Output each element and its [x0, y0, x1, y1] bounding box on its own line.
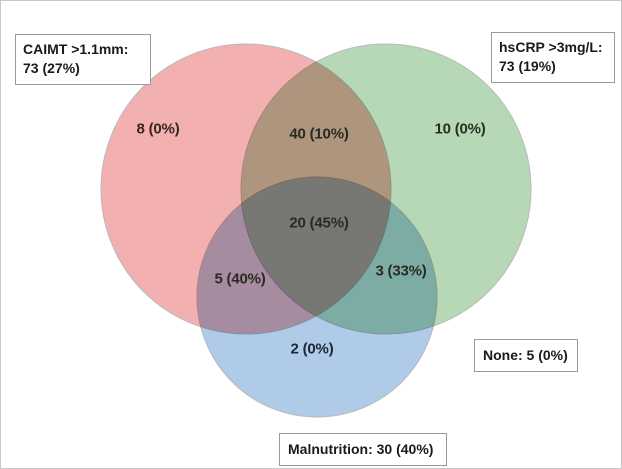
venn-circle-group — [100, 43, 532, 418]
callout-none: None: 5 (0%) — [474, 339, 578, 372]
callout-malnutrition: Malnutrition: 30 (40%) — [279, 433, 447, 466]
callout-hscrp: hsCRP >3mg/L: 73 (19%) — [491, 32, 615, 83]
callout-caimt: CAIMT >1.1mm: 73 (27%) — [15, 34, 151, 85]
circle-malnutrition — [196, 176, 438, 418]
